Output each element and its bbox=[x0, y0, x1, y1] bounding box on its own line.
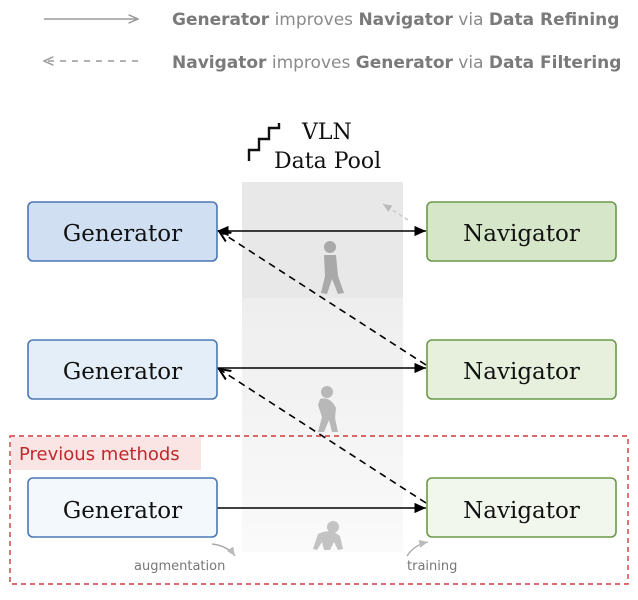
dashed-arrow-nav3-to-gen2 bbox=[219, 369, 427, 504]
generator-label-1: Generator bbox=[63, 221, 182, 247]
dashed-arrow-nav2-to-gen1 bbox=[219, 231, 427, 366]
previous-methods-border bbox=[9, 435, 629, 585]
navigator-box-1 bbox=[426, 201, 617, 262]
navigator-label-2: Navigator bbox=[463, 359, 580, 385]
navigator-label-3: Navigator bbox=[463, 498, 580, 524]
row-1: Generator Navigator bbox=[27, 201, 617, 262]
navigator-box-2 bbox=[426, 339, 617, 400]
augmentation-label: augmentation bbox=[134, 559, 225, 574]
row-3: Generator Navigator bbox=[27, 477, 617, 538]
walking-human-icon bbox=[321, 241, 344, 294]
training-label: training bbox=[407, 559, 457, 574]
augmentation-arrow bbox=[211, 543, 236, 557]
data-pool: VLN Data Pool bbox=[242, 120, 409, 552]
hunched-human-icon bbox=[318, 386, 338, 432]
row-2: Generator Navigator bbox=[27, 339, 617, 400]
navigator-label-1: Navigator bbox=[463, 221, 580, 247]
previous-methods-region: Previous methods bbox=[9, 435, 629, 585]
generator-label-3: Generator bbox=[63, 498, 182, 524]
generator-box-1 bbox=[27, 201, 218, 262]
generator-label-2: Generator bbox=[63, 359, 182, 385]
legend-dashed-text: Navigator improves Generator via Data Fi… bbox=[172, 53, 621, 73]
pool-title-line2: Data Pool bbox=[274, 149, 381, 174]
bottom-labels: augmentation training bbox=[134, 540, 457, 574]
connections bbox=[217, 225, 427, 514]
generator-box-2 bbox=[27, 339, 218, 400]
stairs-icon bbox=[247, 123, 281, 161]
previous-methods-tag bbox=[11, 437, 201, 470]
training-arrow bbox=[406, 540, 429, 557]
pool-title-line1: VLN bbox=[301, 120, 352, 145]
data-pool-band-top bbox=[242, 182, 403, 298]
legend-solid-text: Generator improves Navigator via Data Re… bbox=[172, 10, 619, 30]
previous-methods-label: Previous methods bbox=[19, 444, 180, 465]
pool-faint-arrow bbox=[382, 203, 409, 221]
generator-box-3 bbox=[27, 477, 218, 538]
legend: Generator improves Navigator via Data Re… bbox=[44, 10, 621, 73]
navigator-box-3 bbox=[426, 477, 617, 538]
ape-icon bbox=[313, 521, 343, 550]
